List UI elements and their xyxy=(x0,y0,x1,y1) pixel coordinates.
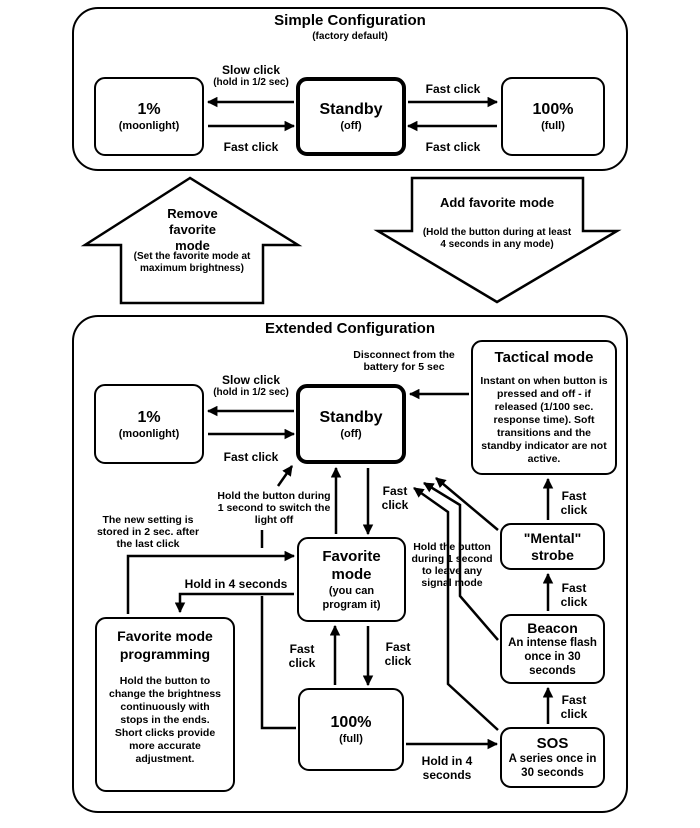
fast-click-standby-favorite-label: Fast click xyxy=(381,484,409,512)
simple-full-note: (full) xyxy=(541,120,565,132)
simple-fast-click-left-label: Fast click xyxy=(223,140,279,154)
simple-moonlight-level: 1% xyxy=(137,101,161,118)
beacon-desc: An intense flash once in 30 seconds xyxy=(508,637,597,677)
beacon-leave-arrow xyxy=(423,481,499,641)
favorite-mode-note: (you can program it) xyxy=(322,584,381,611)
beacon-title: Beacon xyxy=(527,620,578,636)
tactical-mode-box: Tactical mode Instant on when button is … xyxy=(471,340,617,475)
simple-config-subtitle: (factory default) xyxy=(312,31,388,42)
extended-fast-click-standby-label: Fast click xyxy=(223,450,279,464)
favorite-to-programming-arrow xyxy=(174,592,294,614)
simple-fast-click-right-bottom-label: Fast click xyxy=(425,140,481,154)
remove-favorite-title: Remove favorite mode xyxy=(167,206,218,253)
extended-slow-click-label: Slow click xyxy=(221,373,281,387)
simple-standby-label: Standby xyxy=(319,101,383,118)
extended-standby-note: (off) xyxy=(340,427,362,440)
hold-four-seconds-sos-label: Hold in 4 seconds xyxy=(421,754,473,782)
tactical-mode-title: Tactical mode xyxy=(494,349,594,366)
fast-click-mental-tactical-label: Fast click xyxy=(560,489,588,517)
extended-config-title: Extended Configuration xyxy=(265,320,435,337)
favorite-mode-box: Favorite mode (you can program it) xyxy=(297,537,406,622)
add-favorite-down-arrow xyxy=(373,176,622,304)
simple-standby-box: Standby (off) xyxy=(296,77,406,156)
hold-four-seconds-label: Hold in 4 seconds xyxy=(184,577,288,591)
extended-config-panel xyxy=(72,315,628,813)
sos-leave-arrow xyxy=(413,486,499,731)
fast-click-favorite-right-label: Fast click xyxy=(384,640,412,668)
mental-leave-arrow xyxy=(435,477,499,531)
mental-strobe-title: "Mental" strobe xyxy=(523,529,582,563)
favorite-mode-line2: mode xyxy=(331,565,372,583)
hold-leave-signal-label: Hold the button during 1 second to leave… xyxy=(411,541,493,589)
programming-to-favorite-arrow xyxy=(126,550,296,614)
extended-full-box: 100% (full) xyxy=(298,688,404,771)
simple-full-level: 100% xyxy=(532,101,574,118)
tactical-mode-desc: Instant on when button is pressed and of… xyxy=(480,375,608,465)
disconnect-battery-label: Disconnect from the battery for 5 sec xyxy=(353,349,455,373)
extended-standby-box: Standby (off) xyxy=(296,384,406,464)
remove-favorite-up-arrow xyxy=(80,176,303,305)
simple-slow-click-label: Slow click xyxy=(221,63,281,77)
fast-click-beacon-mental-label: Fast click xyxy=(560,581,588,609)
simple-moonlight-box: 1% (moonlight) xyxy=(94,77,204,156)
simple-fast-click-right-top-label: Fast click xyxy=(425,82,481,96)
simple-standby-note: (off) xyxy=(340,120,362,132)
extended-slow-click-note: (hold in 1/2 sec) xyxy=(213,387,289,398)
add-favorite-desc: (Hold the button during at least 4 secon… xyxy=(422,227,572,250)
extended-moonlight-note: (moonlight) xyxy=(118,427,180,440)
extended-full-note: (full) xyxy=(339,733,363,745)
remove-favorite-desc: (Set the favorite mode at maximum bright… xyxy=(133,251,251,274)
beacon-box: Beacon An intense flash once in 30 secon… xyxy=(500,614,605,684)
extended-moonlight-level: 1% xyxy=(137,408,161,426)
fast-click-sos-beacon-label: Fast click xyxy=(560,693,588,721)
simple-moonlight-note: (moonlight) xyxy=(118,120,180,132)
hold-off-pointer-arrow xyxy=(276,465,294,487)
favorite-programming-box: Favorite mode programming Hold the butto… xyxy=(95,617,235,792)
simple-full-box: 100% (full) xyxy=(501,77,605,156)
sos-box: SOS A series once in 30 seconds xyxy=(500,727,605,788)
add-favorite-title: Add favorite mode xyxy=(439,195,555,210)
hold-switch-off-label: Hold the button during 1 second to switc… xyxy=(217,490,331,526)
simple-config-title: Simple Configuration xyxy=(274,12,426,29)
fast-click-favorite-left-label: Fast click xyxy=(288,642,316,670)
favorite-mode-line1: Favorite xyxy=(322,547,381,565)
simple-config-panel xyxy=(72,7,628,171)
mental-strobe-box: "Mental" strobe xyxy=(500,523,605,570)
new-setting-stored-label: The new setting is stored in 2 sec. afte… xyxy=(96,514,200,550)
programming-to-full-line xyxy=(260,596,296,730)
favorite-programming-title: Favorite mode programming xyxy=(117,628,213,662)
sos-title: SOS xyxy=(536,735,569,752)
simple-slow-click-note: (hold in 1/2 sec) xyxy=(213,77,289,88)
extended-standby-label: Standby xyxy=(319,408,383,426)
favorite-programming-desc: Hold the button to change the brightness… xyxy=(108,675,222,765)
extended-moonlight-box: 1% (moonlight) xyxy=(94,384,204,464)
sos-desc: A series once in 30 seconds xyxy=(508,753,597,779)
extended-full-level: 100% xyxy=(330,714,372,731)
